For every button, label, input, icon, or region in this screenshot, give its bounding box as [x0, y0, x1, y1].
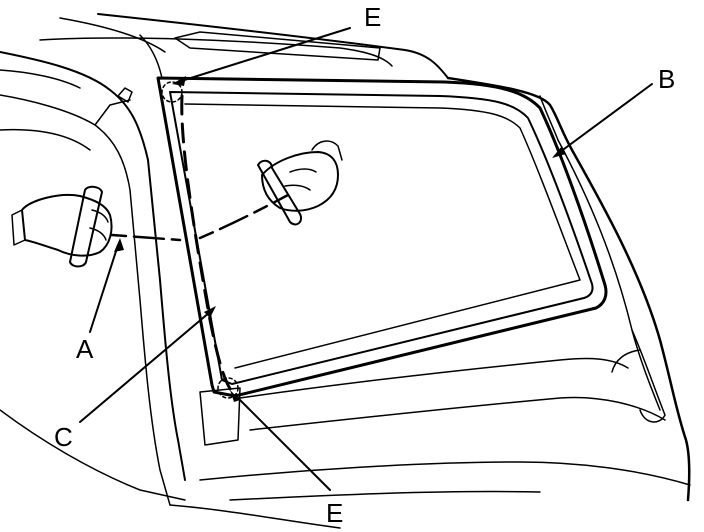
callout-label-b: B	[658, 64, 676, 94]
callout-label-e-bottom: E	[326, 498, 344, 528]
vehicle-body	[0, 13, 691, 529]
detail-circle-bottom	[217, 377, 239, 399]
quarter-glass	[156, 76, 608, 398]
detail-circle-top	[161, 81, 183, 103]
callout-label-c: C	[54, 422, 73, 452]
left-hand-icon	[11, 185, 113, 268]
callout-label-a: A	[76, 334, 94, 364]
right-hand-icon	[257, 140, 343, 226]
callout-label-e-top: E	[364, 2, 382, 32]
cutting-wire-icon	[110, 193, 290, 242]
callout-leaders	[79, 27, 653, 491]
